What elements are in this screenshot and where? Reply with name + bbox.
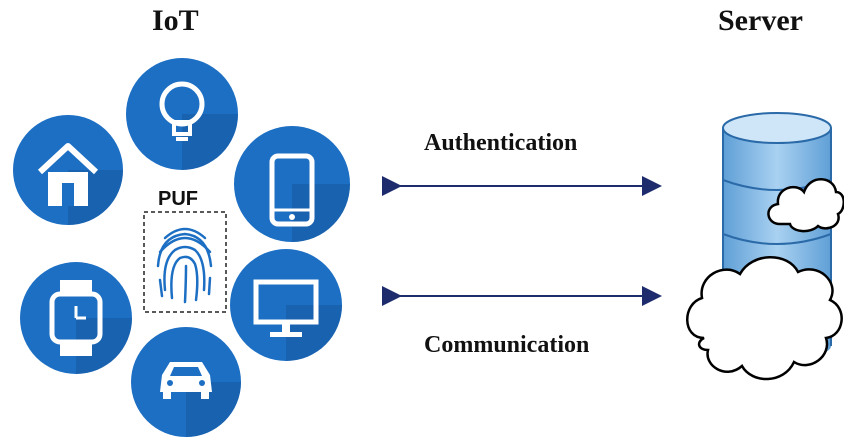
lightbulb-icon	[126, 58, 238, 170]
authentication-label: Authentication	[424, 130, 578, 156]
cloud-icon-small	[767, 178, 844, 233]
communication-label: Communication	[424, 332, 590, 358]
fingerprint-icon	[156, 227, 213, 304]
smartwatch-icon	[20, 262, 132, 374]
puf-label: PUF	[158, 188, 198, 210]
car-icon	[131, 327, 241, 437]
smartphone-icon	[234, 126, 350, 242]
monitor-icon	[230, 249, 342, 361]
puf-fingerprint-box	[143, 211, 227, 313]
server-title: Server	[718, 4, 803, 37]
house-icon	[13, 115, 123, 225]
cloud-icon-large	[686, 256, 843, 381]
iot-title: IoT	[152, 4, 199, 37]
